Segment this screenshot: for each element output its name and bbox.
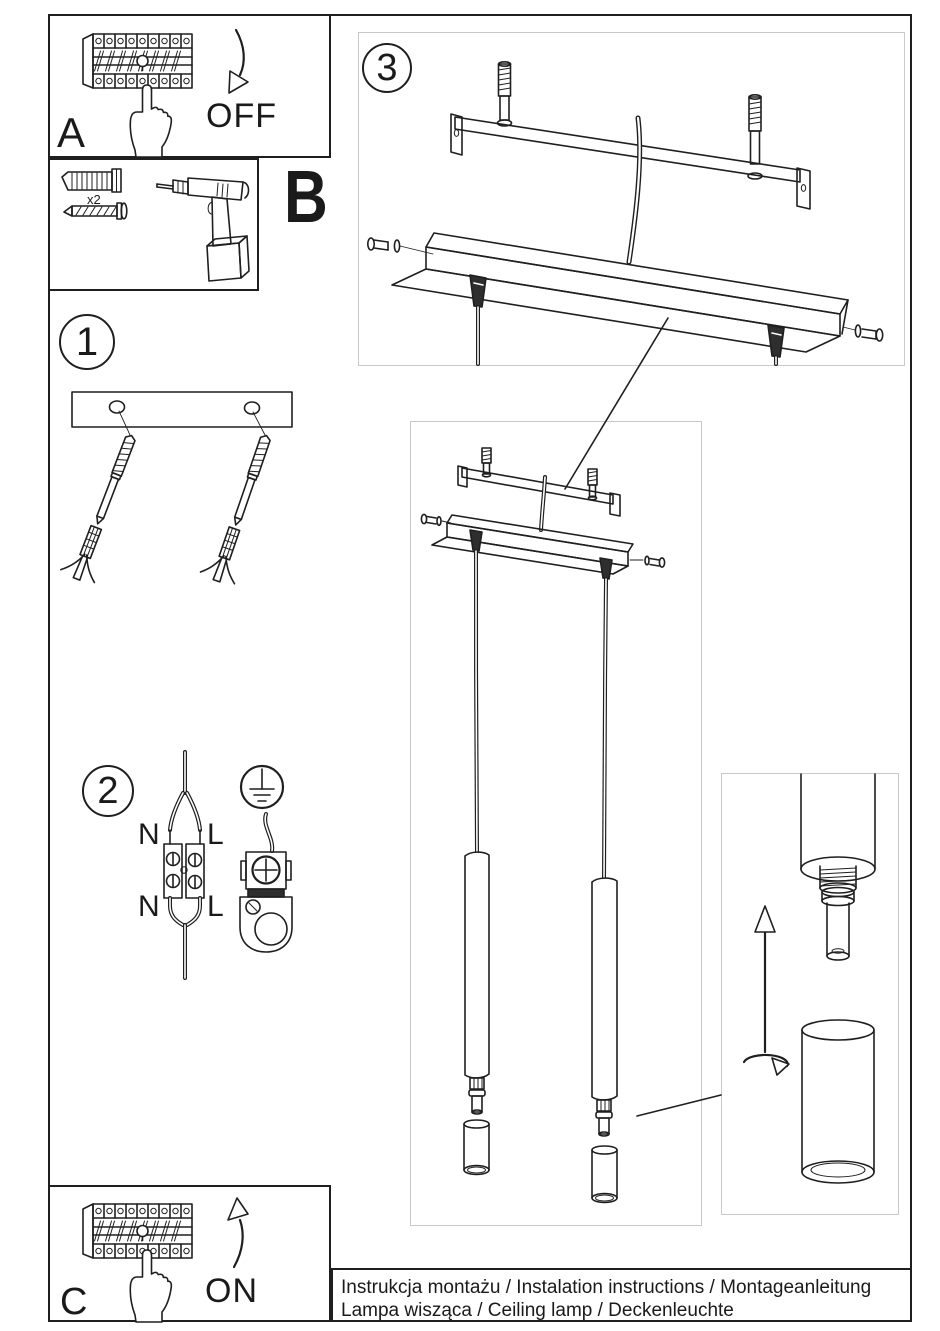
terminal-block xyxy=(163,843,205,899)
breaker-panel-off-icon xyxy=(82,33,193,158)
assembly-panel xyxy=(410,421,702,1226)
footer-box xyxy=(331,1268,912,1322)
hand-icon xyxy=(129,1249,173,1323)
footer-product-line: Lampa wisząca / Ceiling lamp / Deckenleu… xyxy=(341,1300,734,1321)
strain-relief-drawing xyxy=(239,812,293,953)
terminal-l-bottom: L xyxy=(207,890,224,923)
pendant-left xyxy=(463,549,490,1176)
terminal-n-top: N xyxy=(138,818,160,851)
on-arrow-icon xyxy=(227,1197,249,1269)
rotate-arrow-icon xyxy=(742,1053,790,1076)
anchor-screw-right xyxy=(198,428,285,588)
mounting-plate-drawing xyxy=(71,391,293,436)
shade-detail-drawing xyxy=(801,1019,875,1184)
leader-line-detail xyxy=(636,1094,722,1117)
panel-b-label: B xyxy=(284,155,328,238)
plug-quantity: x2 xyxy=(87,192,101,207)
drill-icon xyxy=(156,177,250,282)
screw-icon xyxy=(63,202,128,220)
panel-b xyxy=(48,158,259,291)
step-3-badge: 3 xyxy=(362,43,412,93)
footer-title-line: Instrukcja montażu / Instalation instruc… xyxy=(341,1277,872,1298)
step-2-badge: 2 xyxy=(82,765,134,817)
ground-symbol-icon xyxy=(239,764,285,810)
breaker-panel-on-icon xyxy=(82,1203,193,1323)
canopy-drawing xyxy=(366,232,884,366)
leader-line-step3 xyxy=(564,317,669,490)
step-1-number: 1 xyxy=(75,319,99,364)
panel-c-label: C xyxy=(60,1281,88,1323)
wall-plug-icon xyxy=(61,168,122,193)
terminal-n-bottom: N xyxy=(138,890,160,923)
terminal-l-top: L xyxy=(207,818,224,851)
step-3-panel xyxy=(358,32,905,366)
off-arrow-icon xyxy=(228,28,249,94)
step-2-number: 2 xyxy=(97,769,119,812)
anchor-screw-left xyxy=(58,428,150,587)
step-1-badge: 1 xyxy=(59,314,115,370)
socket-detail-drawing xyxy=(800,773,876,961)
pendant-right xyxy=(591,577,618,1204)
up-arrow-icon xyxy=(754,905,776,1054)
wiring-diagram xyxy=(163,750,205,980)
panel-a xyxy=(48,14,331,158)
detail-panel xyxy=(721,773,899,1215)
assembly-drawing xyxy=(420,447,666,580)
panel-c-action: ON xyxy=(205,1272,258,1310)
panel-a-label: A xyxy=(57,109,86,156)
panel-a-action: OFF xyxy=(206,97,277,135)
bracket-drawing xyxy=(450,60,811,265)
panel-c xyxy=(48,1185,331,1322)
hand-icon xyxy=(129,84,173,158)
step-3-number: 3 xyxy=(376,46,398,89)
